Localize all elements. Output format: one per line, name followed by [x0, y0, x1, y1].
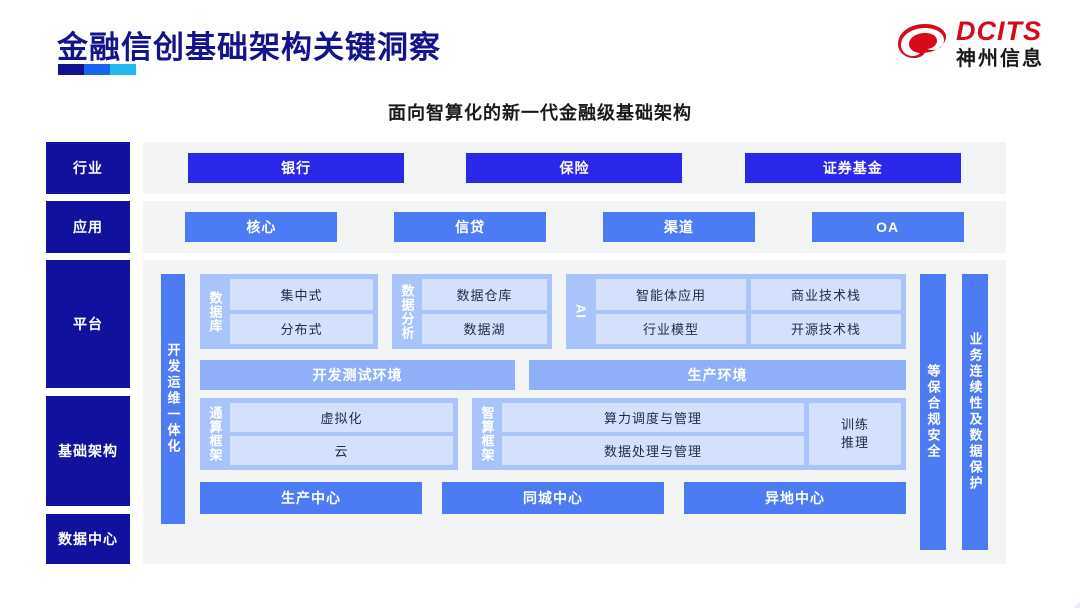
group-data-analysis: 数据分析 数据仓库 数据湖	[392, 274, 552, 349]
layer-label-infrastructure: 基础架构	[46, 396, 130, 506]
group-label-intelligent-compute: 智算框架	[479, 406, 495, 462]
group-items: 算力调度与管理 数据处理与管理 训练 推理	[502, 403, 901, 465]
page-header: 金融信创基础架构关键洞察 DCITS 神州信息	[0, 0, 1080, 90]
da-item-lake[interactable]: 数据湖	[422, 313, 547, 344]
datacenter-metro[interactable]: 同城中心	[442, 482, 664, 514]
business-continuity-band: 业务连续性及数据保护	[962, 274, 988, 550]
environment-production[interactable]: 生产环境	[529, 360, 906, 390]
layer-application: 应用 核心 信贷 渠道 OA	[46, 201, 1006, 253]
datacenter-production[interactable]: 生产中心	[200, 482, 422, 514]
application-cell: 核心	[157, 212, 366, 242]
layer-label-platform: 平台	[46, 260, 130, 388]
page-title: 金融信创基础架构关键洞察	[57, 30, 441, 65]
platform-band-environments: 开发测试环境 生产环境	[200, 360, 906, 390]
application-cell: OA	[783, 212, 992, 242]
lower-layer-labels: 平台 基础架构 数据中心	[46, 260, 130, 564]
group-label-general-compute: 通算框架	[207, 406, 223, 462]
gcf-item-cloud[interactable]: 云	[230, 436, 453, 465]
icf-item-data-processing[interactable]: 数据处理与管理	[502, 436, 804, 465]
page-subtitle: 面向智算化的新一代金融级基础架构	[388, 103, 692, 123]
industry-item-insurance[interactable]: 保险	[466, 153, 683, 183]
group-database: 数据库 集中式 分布式	[200, 274, 378, 349]
industry-panel: 银行 保险 证券基金	[143, 142, 1006, 194]
title-accent-bar	[58, 64, 136, 75]
ai-item-opensource-stack[interactable]: 开源技术栈	[751, 313, 901, 344]
industry-item-bank[interactable]: 银行	[188, 153, 405, 183]
group-general-compute-framework: 通算框架 虚拟化 云	[200, 398, 458, 470]
application-item-oa[interactable]: OA	[811, 212, 964, 242]
group-items: 数据仓库 数据湖	[422, 279, 547, 344]
accent-segment-blue	[84, 64, 110, 75]
lower-panel: 开发运维一体化 等保合规安全 业务连续性及数据保护 数据库 集中式 分布式 数据…	[143, 260, 1006, 564]
environment-dev-test[interactable]: 开发测试环境	[200, 360, 515, 390]
layer-label-datacenter: 数据中心	[46, 514, 130, 564]
brand-logo: DCITS 神州信息	[895, 18, 1044, 69]
security-compliance-band: 等保合规安全	[920, 274, 946, 550]
platform-band-capabilities: 数据库 集中式 分布式 数据分析 数据仓库 数据湖	[200, 274, 906, 349]
group-items: 智能体应用 行业模型 商业技术栈 开源技术栈	[596, 279, 901, 344]
deco-stripe-1	[880, 565, 1080, 608]
ai-column-left: 智能体应用 行业模型	[596, 279, 746, 344]
application-cell: 信贷	[366, 212, 575, 242]
ai-item-commercial-stack[interactable]: 商业技术栈	[751, 279, 901, 310]
icf-item-train-inference[interactable]: 训练 推理	[809, 403, 901, 465]
db-item-centralized[interactable]: 集中式	[230, 279, 373, 310]
logo-text-en: DCITS	[956, 16, 1042, 46]
icf-side: 训练 推理	[809, 403, 901, 465]
application-item-channel[interactable]: 渠道	[602, 212, 755, 242]
db-item-distributed[interactable]: 分布式	[230, 313, 373, 344]
accent-segment-cyan	[110, 64, 136, 75]
group-ai: AI 智能体应用 行业模型 商业技术栈 开源技术栈	[566, 274, 906, 349]
lower-block: 平台 基础架构 数据中心 开发运维一体化 等保合规安全 业务连续性及数据保护 数…	[46, 260, 1006, 564]
layer-industry: 行业 银行 保险 证券基金	[46, 142, 1006, 194]
deco-stripe-2	[880, 592, 1080, 608]
gcf-item-virtualization[interactable]: 虚拟化	[230, 403, 453, 432]
layer-label-application: 应用	[46, 201, 130, 253]
industry-cell: 证券基金	[714, 153, 992, 183]
ai-column-right: 商业技术栈 开源技术栈	[751, 279, 901, 344]
icf-stack: 算力调度与管理 数据处理与管理	[502, 403, 804, 465]
group-items: 集中式 分布式	[230, 279, 373, 344]
group-label-data-analysis: 数据分析	[399, 283, 415, 340]
industry-cell: 银行	[157, 153, 435, 183]
layer-label-industry: 行业	[46, 142, 130, 194]
platform-band-frameworks: 通算框架 虚拟化 云 智算框架 算力调度与管理 数据处理与管理	[200, 398, 906, 470]
da-item-warehouse[interactable]: 数据仓库	[422, 279, 547, 310]
datacenter-remote[interactable]: 异地中心	[684, 482, 906, 514]
platform-content: 数据库 集中式 分布式 数据分析 数据仓库 数据湖	[200, 274, 906, 550]
industry-item-securities[interactable]: 证券基金	[744, 153, 961, 183]
application-cell: 渠道	[575, 212, 784, 242]
application-item-core[interactable]: 核心	[185, 212, 338, 242]
industry-cell: 保险	[435, 153, 713, 183]
dcits-swirl-icon	[898, 23, 946, 58]
ai-item-agent-app[interactable]: 智能体应用	[596, 279, 746, 310]
ai-item-industry-model[interactable]: 行业模型	[596, 313, 746, 344]
group-label-database: 数据库	[207, 290, 223, 333]
group-label-ai: AI	[573, 304, 589, 319]
group-items: 虚拟化 云	[230, 403, 453, 465]
devops-band: 开发运维一体化	[161, 274, 185, 524]
platform-band-datacenters: 生产中心 同城中心 异地中心	[200, 482, 906, 514]
architecture-diagram: 行业 银行 保险 证券基金 应用 核心 信贷 渠道	[46, 142, 1006, 564]
group-intelligent-compute-framework: 智算框架 算力调度与管理 数据处理与管理 训练 推理	[472, 398, 906, 470]
icf-item-compute-scheduling[interactable]: 算力调度与管理	[502, 403, 804, 432]
accent-segment-navy	[58, 64, 84, 75]
application-panel: 核心 信贷 渠道 OA	[143, 201, 1006, 253]
logo-text-cn: 神州信息	[956, 48, 1044, 70]
application-item-credit[interactable]: 信贷	[394, 212, 547, 242]
